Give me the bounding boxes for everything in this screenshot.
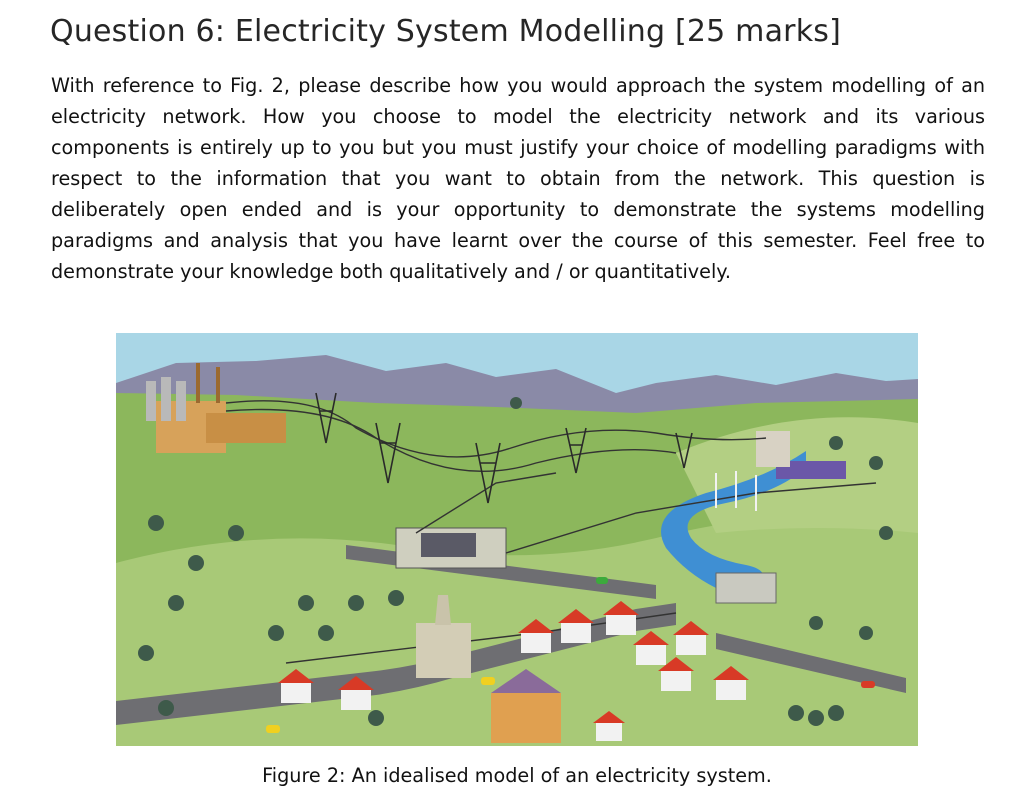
hydro-dam <box>776 461 846 479</box>
question-heading: Question 6: Electricity System Modelling… <box>50 14 842 49</box>
pylons <box>315 392 693 504</box>
question-body: With reference to Fig. 2, please describ… <box>51 74 985 283</box>
river <box>661 451 806 593</box>
factory <box>491 669 561 743</box>
electricity-system-illustration <box>116 333 918 746</box>
wind-turbines <box>715 471 757 511</box>
houses <box>278 601 749 741</box>
cars <box>266 577 875 733</box>
warehouse <box>715 572 777 604</box>
power-station <box>146 363 286 453</box>
road-main <box>116 603 676 725</box>
road-right <box>716 633 906 693</box>
figure-caption: Figure 2: An idealised model of an elect… <box>262 764 772 787</box>
trees <box>138 397 893 726</box>
church <box>416 595 471 678</box>
